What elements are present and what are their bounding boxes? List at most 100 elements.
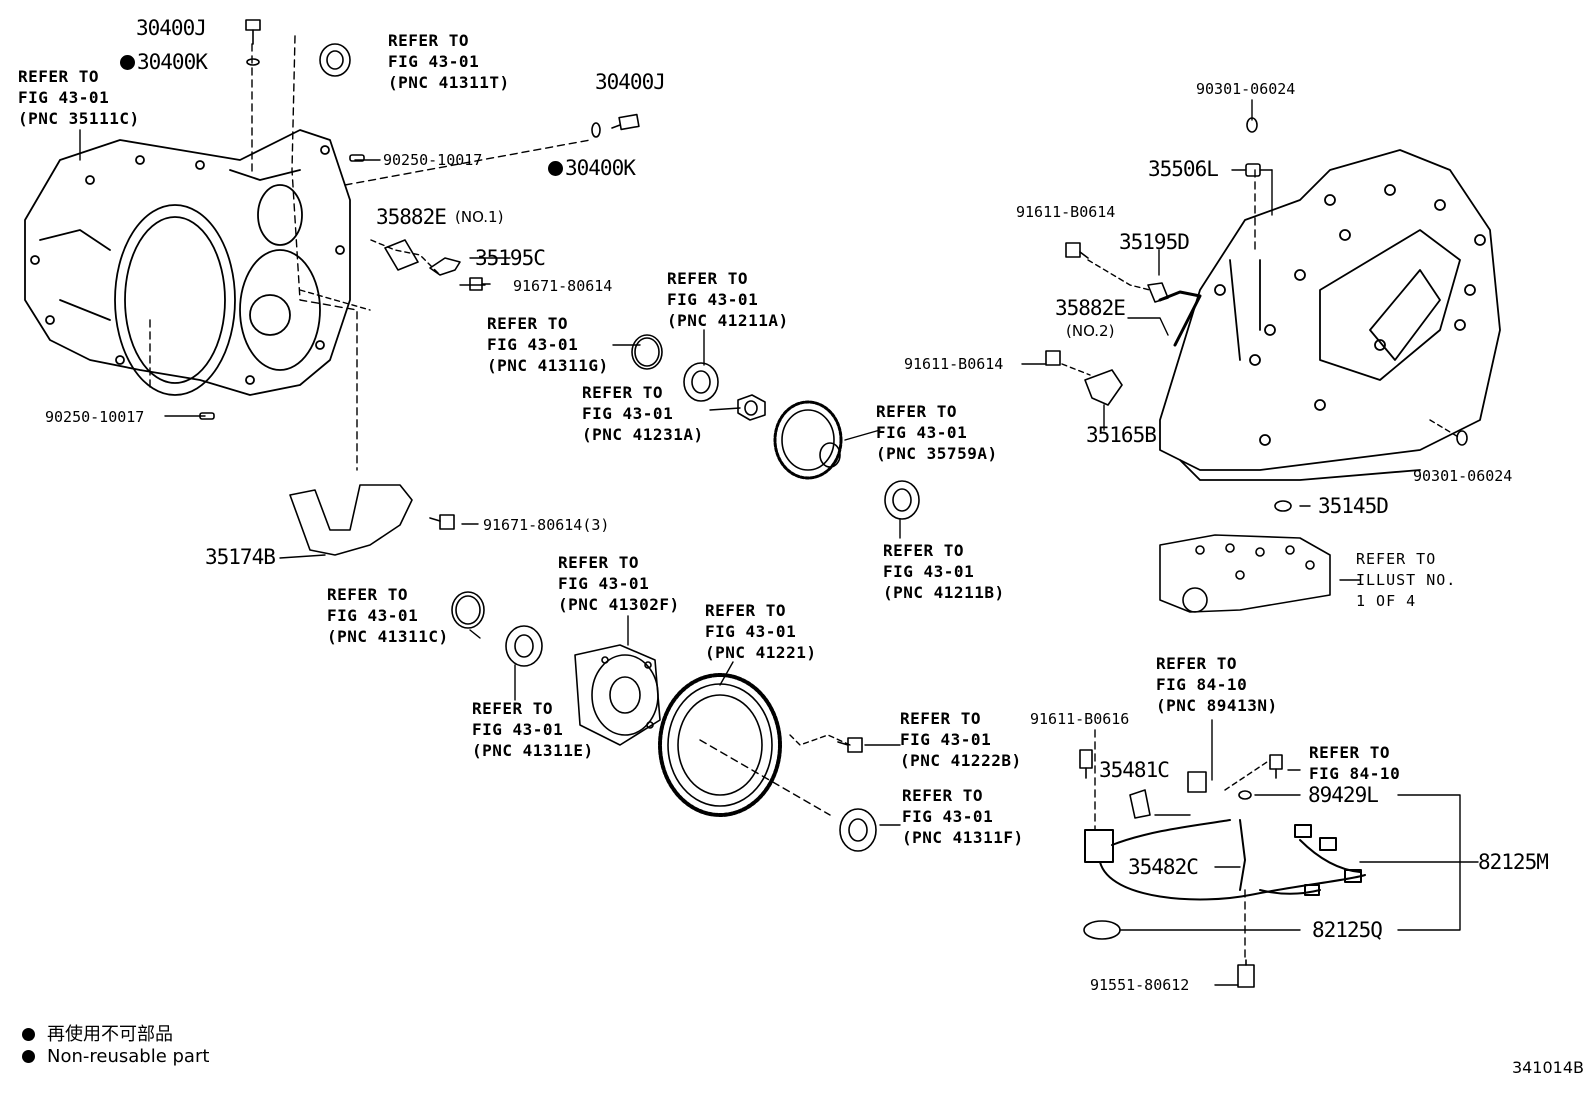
gear-35759A: [773, 400, 843, 480]
plug-35145D: [1274, 500, 1292, 512]
refer-41311F: REFER TO FIG 43-01 (PNC 41311F): [902, 786, 1024, 847]
o-ring-90301-b: [1456, 430, 1468, 446]
label-35482C: 35482C: [1128, 855, 1199, 879]
bolt-91611-b0616: [1079, 749, 1093, 779]
non-reusable-dot-icon: [120, 55, 135, 70]
o-ring-89429L: [1238, 790, 1252, 800]
refer-fig-84-10: REFER TO FIG 84-10: [1309, 743, 1401, 783]
refer-illust-1-of-4: REFER TO ILLUST NO. 1 OF 4: [1356, 550, 1457, 610]
refer-41311C: REFER TO FIG 43-01 (PNC 41311C): [327, 585, 449, 646]
label-no2: (NO.2): [1066, 322, 1115, 340]
label-30400K-a: 30400K: [120, 50, 208, 74]
refer-35111C: REFER TO FIG 43-01 (PNC 35111C): [18, 67, 140, 128]
label-82125Q: 82125Q: [1312, 918, 1383, 942]
oil-seal-41311C: [451, 591, 485, 629]
ring-gear-41221: [658, 673, 782, 817]
tube-35882E: [1158, 290, 1202, 347]
bearing-41211A: [683, 362, 719, 402]
pin-90250-a: [349, 154, 365, 162]
label-no1: (NO.1): [455, 208, 504, 226]
differential-case-41302F: [574, 644, 661, 746]
label-90250-10017-a: 90250-10017: [383, 151, 483, 169]
label-30400J-a: 30400J: [136, 16, 207, 40]
label-90250-10017-b: 90250-10017: [45, 408, 145, 426]
oil-seal-41311G: [631, 334, 663, 370]
label-91671-80614-a: 91671-80614: [513, 277, 613, 295]
refer-41302F: REFER TO FIG 43-01 (PNC 41302F): [558, 553, 680, 614]
label-30400K-b: 30400K: [548, 156, 636, 180]
bracket-35195C: [429, 257, 461, 276]
refer-41231A: REFER TO FIG 43-01 (PNC 41231A): [582, 383, 704, 444]
refer-41211A: REFER TO FIG 43-01 (PNC 41211A): [667, 269, 789, 330]
refer-41211B: REFER TO FIG 43-01 (PNC 41211B): [883, 541, 1005, 602]
plug-35506L: [1245, 163, 1261, 177]
label-30400J-b: 30400J: [595, 70, 666, 94]
bolt-30400J-a: [245, 19, 261, 45]
label-35882E-no2: 35882E: [1055, 296, 1126, 320]
bearing-41311E: [505, 625, 543, 667]
non-reusable-dot-icon: [22, 1028, 35, 1041]
clip-35882E: [384, 239, 419, 271]
sensor-89413N: [1187, 771, 1207, 793]
label-82125M: 82125M: [1478, 850, 1549, 874]
non-reusable-dot-icon: [22, 1050, 35, 1063]
bolt-30400J-b: [611, 113, 640, 131]
label-30400K-b-text: 30400K: [565, 156, 636, 180]
o-ring-90301-a: [1246, 117, 1258, 133]
legend-en-text: Non-reusable part: [47, 1046, 210, 1067]
refer-89413N: REFER TO FIG 84-10 (PNC 89413N): [1156, 654, 1278, 715]
o-ring-82125Q: [1083, 920, 1121, 940]
bearing-41211B: [884, 480, 920, 520]
valve-body-assembly: [1159, 534, 1331, 613]
o-ring-30400K-a: [246, 58, 260, 66]
leader-lines: [79, 35, 1479, 986]
legend-en: Non-reusable part: [22, 1046, 209, 1067]
label-91671-80614-b: 91671-80614(3): [483, 516, 610, 534]
bolt-91551: [1237, 959, 1255, 988]
o-ring-30400K-b: [591, 122, 601, 138]
label-91611-B0614-a: 91611-B0614: [1016, 203, 1116, 221]
refer-41311T: REFER TO FIG 43-01 (PNC 41311T): [388, 31, 510, 92]
transaxle-assembly-right: [1159, 149, 1501, 481]
label-35165B: 35165B: [1086, 423, 1157, 447]
bracket-35165B: [1084, 369, 1123, 406]
label-35506L: 35506L: [1148, 157, 1219, 181]
refer-41311E: REFER TO FIG 43-01 (PNC 41311E): [472, 699, 594, 760]
non-reusable-dot-icon: [548, 161, 563, 176]
bolt-91671-b: [429, 514, 455, 530]
refer-41222B: REFER TO FIG 43-01 (PNC 41222B): [900, 709, 1022, 770]
label-91611-B0614-b: 91611-B0614: [904, 355, 1004, 373]
label-90301-06024-a: 90301-06024: [1196, 80, 1296, 98]
label-89429L: 89429L: [1308, 783, 1379, 807]
transaxle-housing-35111C: [24, 129, 351, 396]
label-30400K-a-text: 30400K: [137, 50, 208, 74]
refer-41311G: REFER TO FIG 43-01 (PNC 41311G): [487, 314, 609, 375]
legend-jp-text: 再使用不可部品: [47, 1024, 173, 1045]
pin-90250-b: [199, 412, 215, 420]
label-90301-06024-b: 90301-06024: [1413, 467, 1513, 485]
figure-id: 341014B: [1511, 1058, 1584, 1077]
bolt-91611-b: [1045, 350, 1061, 366]
label-35195D: 35195D: [1119, 230, 1190, 254]
wire-harness-82125M: [1084, 819, 1366, 901]
nut-41231A: [737, 394, 766, 421]
legend-jp: 再使用不可部品: [22, 1020, 173, 1046]
bolt-84-10: [1269, 754, 1283, 779]
oil-seal-41311T: [319, 43, 351, 77]
bracket-35481C: [1129, 789, 1151, 819]
label-91551-80612: 91551-80612: [1090, 976, 1190, 994]
bolt-91671-a: [469, 277, 491, 291]
bearing-41311F: [839, 808, 877, 852]
label-35195C: 35195C: [475, 246, 546, 270]
shield-35174B: [289, 484, 413, 556]
label-35145D: 35145D: [1318, 494, 1389, 518]
label-35882E-no1: 35882E: [376, 205, 447, 229]
label-91611-B0616: 91611-B0616: [1030, 710, 1130, 728]
bolt-91611-a: [1065, 242, 1089, 259]
refer-35759A: REFER TO FIG 43-01 (PNC 35759A): [876, 402, 998, 463]
label-35481C: 35481C: [1099, 758, 1170, 782]
bolt-41222B: [837, 737, 863, 753]
label-35174B: 35174B: [205, 545, 276, 569]
refer-41221: REFER TO FIG 43-01 (PNC 41221): [705, 601, 817, 662]
